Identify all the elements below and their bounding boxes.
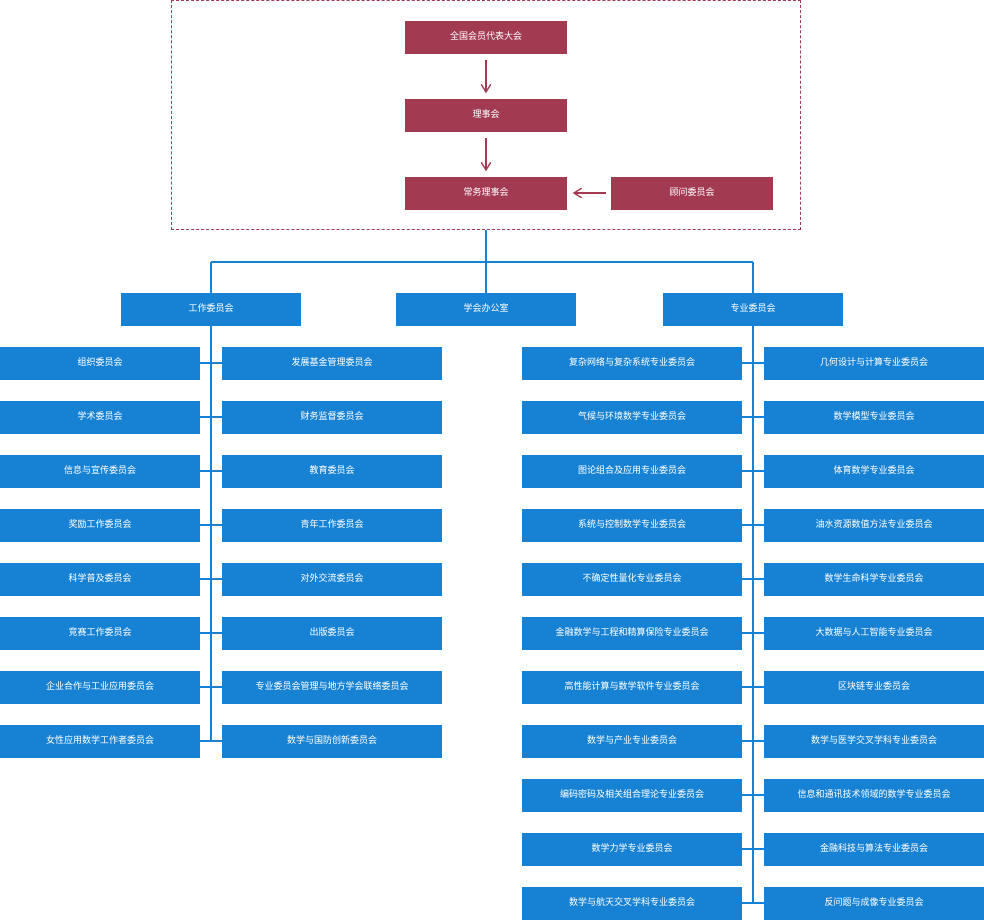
special-committee-box: 体育数学专业委员会	[764, 455, 984, 488]
special-committee-box: 数学生命科学专业委员会	[764, 563, 984, 596]
special-committee-box: 区块链专业委员会	[764, 671, 984, 704]
work-committee-box: 学术委员会	[0, 401, 200, 434]
council-box: 理事会	[405, 99, 567, 132]
standing-council-box: 常务理事会	[405, 177, 567, 210]
special-committee-box: 不确定性量化专业委员会	[522, 563, 742, 596]
work-committee-header: 工作委员会	[121, 293, 301, 326]
special-committee-box: 金融数学与工程和精算保险专业委员会	[522, 617, 742, 650]
advisory-committee-box: 顾问委员会	[611, 177, 773, 210]
work-committee-box: 企业合作与工业应用委员会	[0, 671, 200, 704]
special-committee-box: 大数据与人工智能专业委员会	[764, 617, 984, 650]
special-committee-box: 数学与航天交叉学科专业委员会	[522, 887, 742, 920]
special-committee-box: 气候与环境数学专业委员会	[522, 401, 742, 434]
special-committee-box: 数学与医学交叉学科专业委员会	[764, 725, 984, 758]
leadership-group-frame	[171, 0, 801, 230]
work-committee-box: 出版委员会	[222, 617, 442, 650]
special-committee-box: 反问题与成像专业委员会	[764, 887, 984, 920]
work-committee-box: 教育委员会	[222, 455, 442, 488]
special-committee-header: 专业委员会	[663, 293, 843, 326]
special-committee-box: 编码密码及相关组合理论专业委员会	[522, 779, 742, 812]
special-committee-box: 油水资源数值方法专业委员会	[764, 509, 984, 542]
work-committee-box: 数学与国防创新委员会	[222, 725, 442, 758]
office-header: 学会办公室	[396, 293, 576, 326]
work-committee-box: 科学普及委员会	[0, 563, 200, 596]
special-committee-box: 数学力学专业委员会	[522, 833, 742, 866]
work-committee-box: 财务监督委员会	[222, 401, 442, 434]
work-committee-box: 竞赛工作委员会	[0, 617, 200, 650]
special-committee-box: 高性能计算与数学软件专业委员会	[522, 671, 742, 704]
work-committee-box: 发展基金管理委员会	[222, 347, 442, 380]
congress-box: 全国会员代表大会	[405, 21, 567, 54]
special-committee-box: 系统与控制数学专业委员会	[522, 509, 742, 542]
work-committee-box: 组织委员会	[0, 347, 200, 380]
special-committee-box: 信息和通讯技术领域的数学专业委员会	[764, 779, 984, 812]
work-committee-box: 青年工作委员会	[222, 509, 442, 542]
special-committee-box: 数学模型专业委员会	[764, 401, 984, 434]
work-committee-box: 对外交流委员会	[222, 563, 442, 596]
work-committee-box: 奖励工作委员会	[0, 509, 200, 542]
special-committee-box: 几何设计与计算专业委员会	[764, 347, 984, 380]
special-committee-box: 数学与产业专业委员会	[522, 725, 742, 758]
work-committee-box: 专业委员会管理与地方学会联络委员会	[222, 671, 442, 704]
special-committee-box: 图论组合及应用专业委员会	[522, 455, 742, 488]
work-committee-box: 女性应用数学工作者委员会	[0, 725, 200, 758]
special-committee-box: 复杂网络与复杂系统专业委员会	[522, 347, 742, 380]
work-committee-box: 信息与宣传委员会	[0, 455, 200, 488]
special-committee-box: 金融科技与算法专业委员会	[764, 833, 984, 866]
